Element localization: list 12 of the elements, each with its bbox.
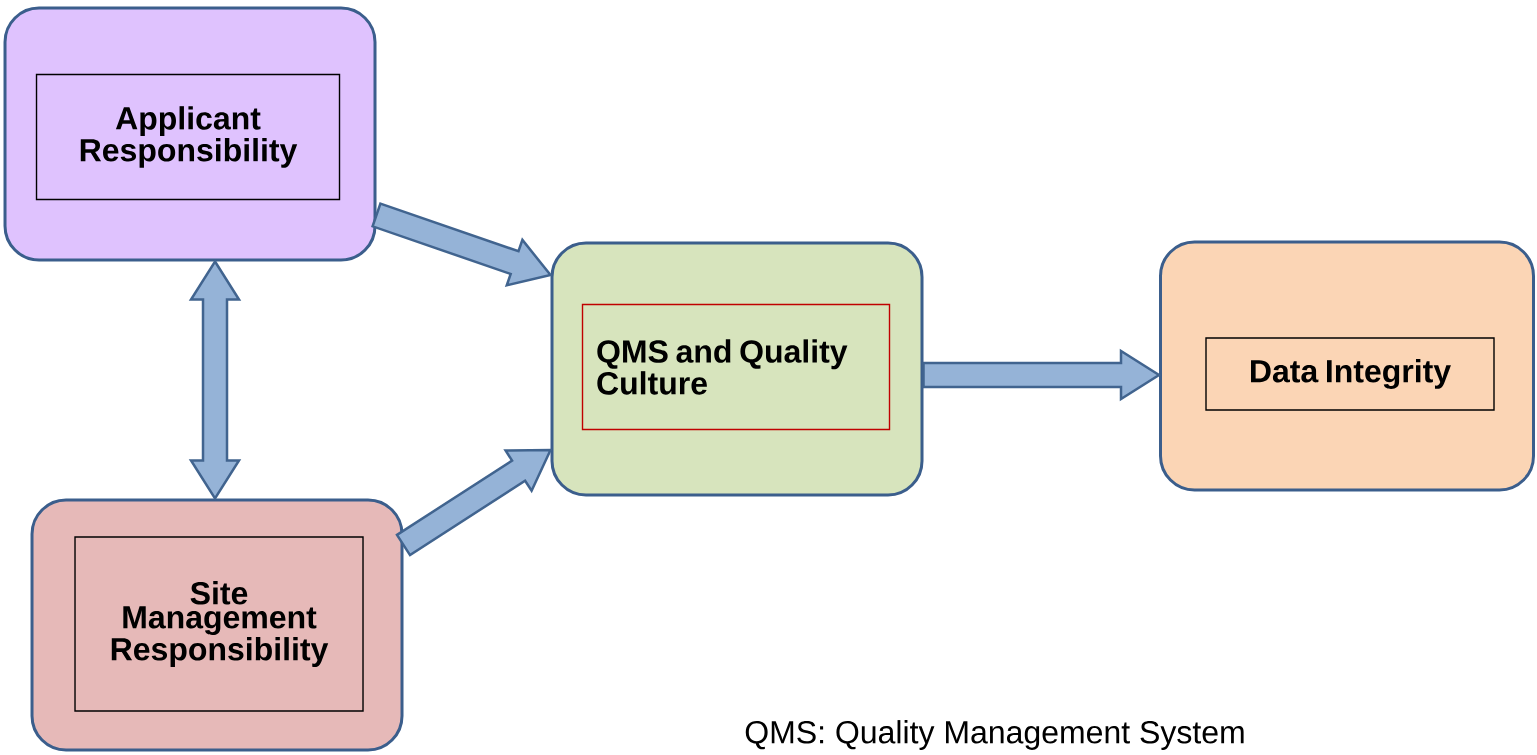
rounded-box: [30, 498, 404, 752]
text-box: QMS and Quality Culture: [581, 303, 891, 431]
text-box: Applicant Responsibility: [35, 73, 341, 201]
rounded-box: [1159, 240, 1535, 492]
block-arrow: [395, 448, 553, 557]
rounded-box: [3, 6, 377, 262]
footnote: QMS: Quality Management System: [745, 720, 1244, 750]
block-arrow: [922, 348, 1162, 402]
rounded-box: [550, 241, 924, 497]
text-box: Data Integrity: [1205, 337, 1495, 411]
text-box: Site Management Responsibility: [74, 536, 364, 712]
block-arrow: [371, 202, 553, 288]
